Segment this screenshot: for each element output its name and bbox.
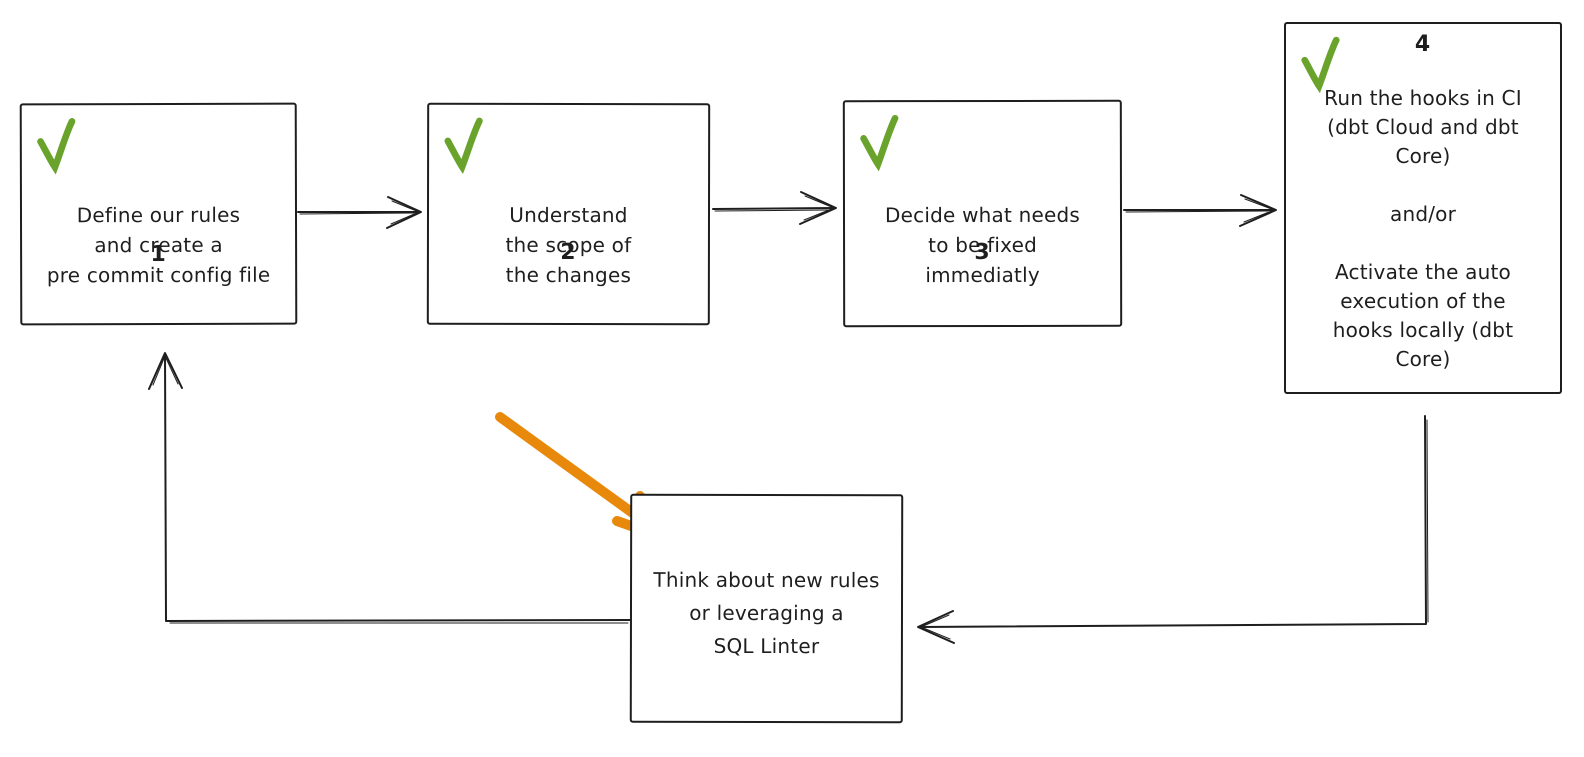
arrow-step4-to-feedback[interactable]	[917, 415, 1429, 644]
node-step-1[interactable]: 1 Define our rules and create a pre comm…	[19, 102, 298, 326]
arrow-feedback-to-step1[interactable]	[148, 352, 631, 624]
step-text: Think about new rules or leveraging a SQ…	[653, 567, 880, 659]
step-text: Define our rules and create a pre commit…	[46, 202, 271, 288]
checkmark-icon	[1301, 36, 1340, 93]
node-step-3[interactable]: 3 Decide what needs to be fixed immediat…	[842, 99, 1123, 328]
step-text: Decide what needs to be fixed immediatly	[885, 202, 1080, 288]
arrow-step3-to-step4[interactable]	[1123, 194, 1277, 227]
node-feedback[interactable]: Think about new rules or leveraging a SQ…	[629, 493, 904, 724]
step-text: Understand the scope of the changes	[505, 202, 632, 288]
node-step-4[interactable]: 4 Run the hooks in CI (dbt Cloud and dbt…	[1284, 22, 1562, 394]
checkmark-icon	[860, 114, 899, 172]
checkmark-icon	[37, 118, 76, 175]
checkmark-icon	[444, 117, 483, 174]
arrow-step2-to-step3[interactable]	[712, 191, 837, 225]
node-step-2[interactable]: 2 Understand the scope of the changes	[426, 102, 711, 326]
arrow-step1-to-step2[interactable]	[297, 196, 422, 229]
step-text: Run the hooks in CI (dbt Cloud and dbt C…	[1324, 86, 1522, 371]
step-number: 4	[1414, 32, 1432, 57]
